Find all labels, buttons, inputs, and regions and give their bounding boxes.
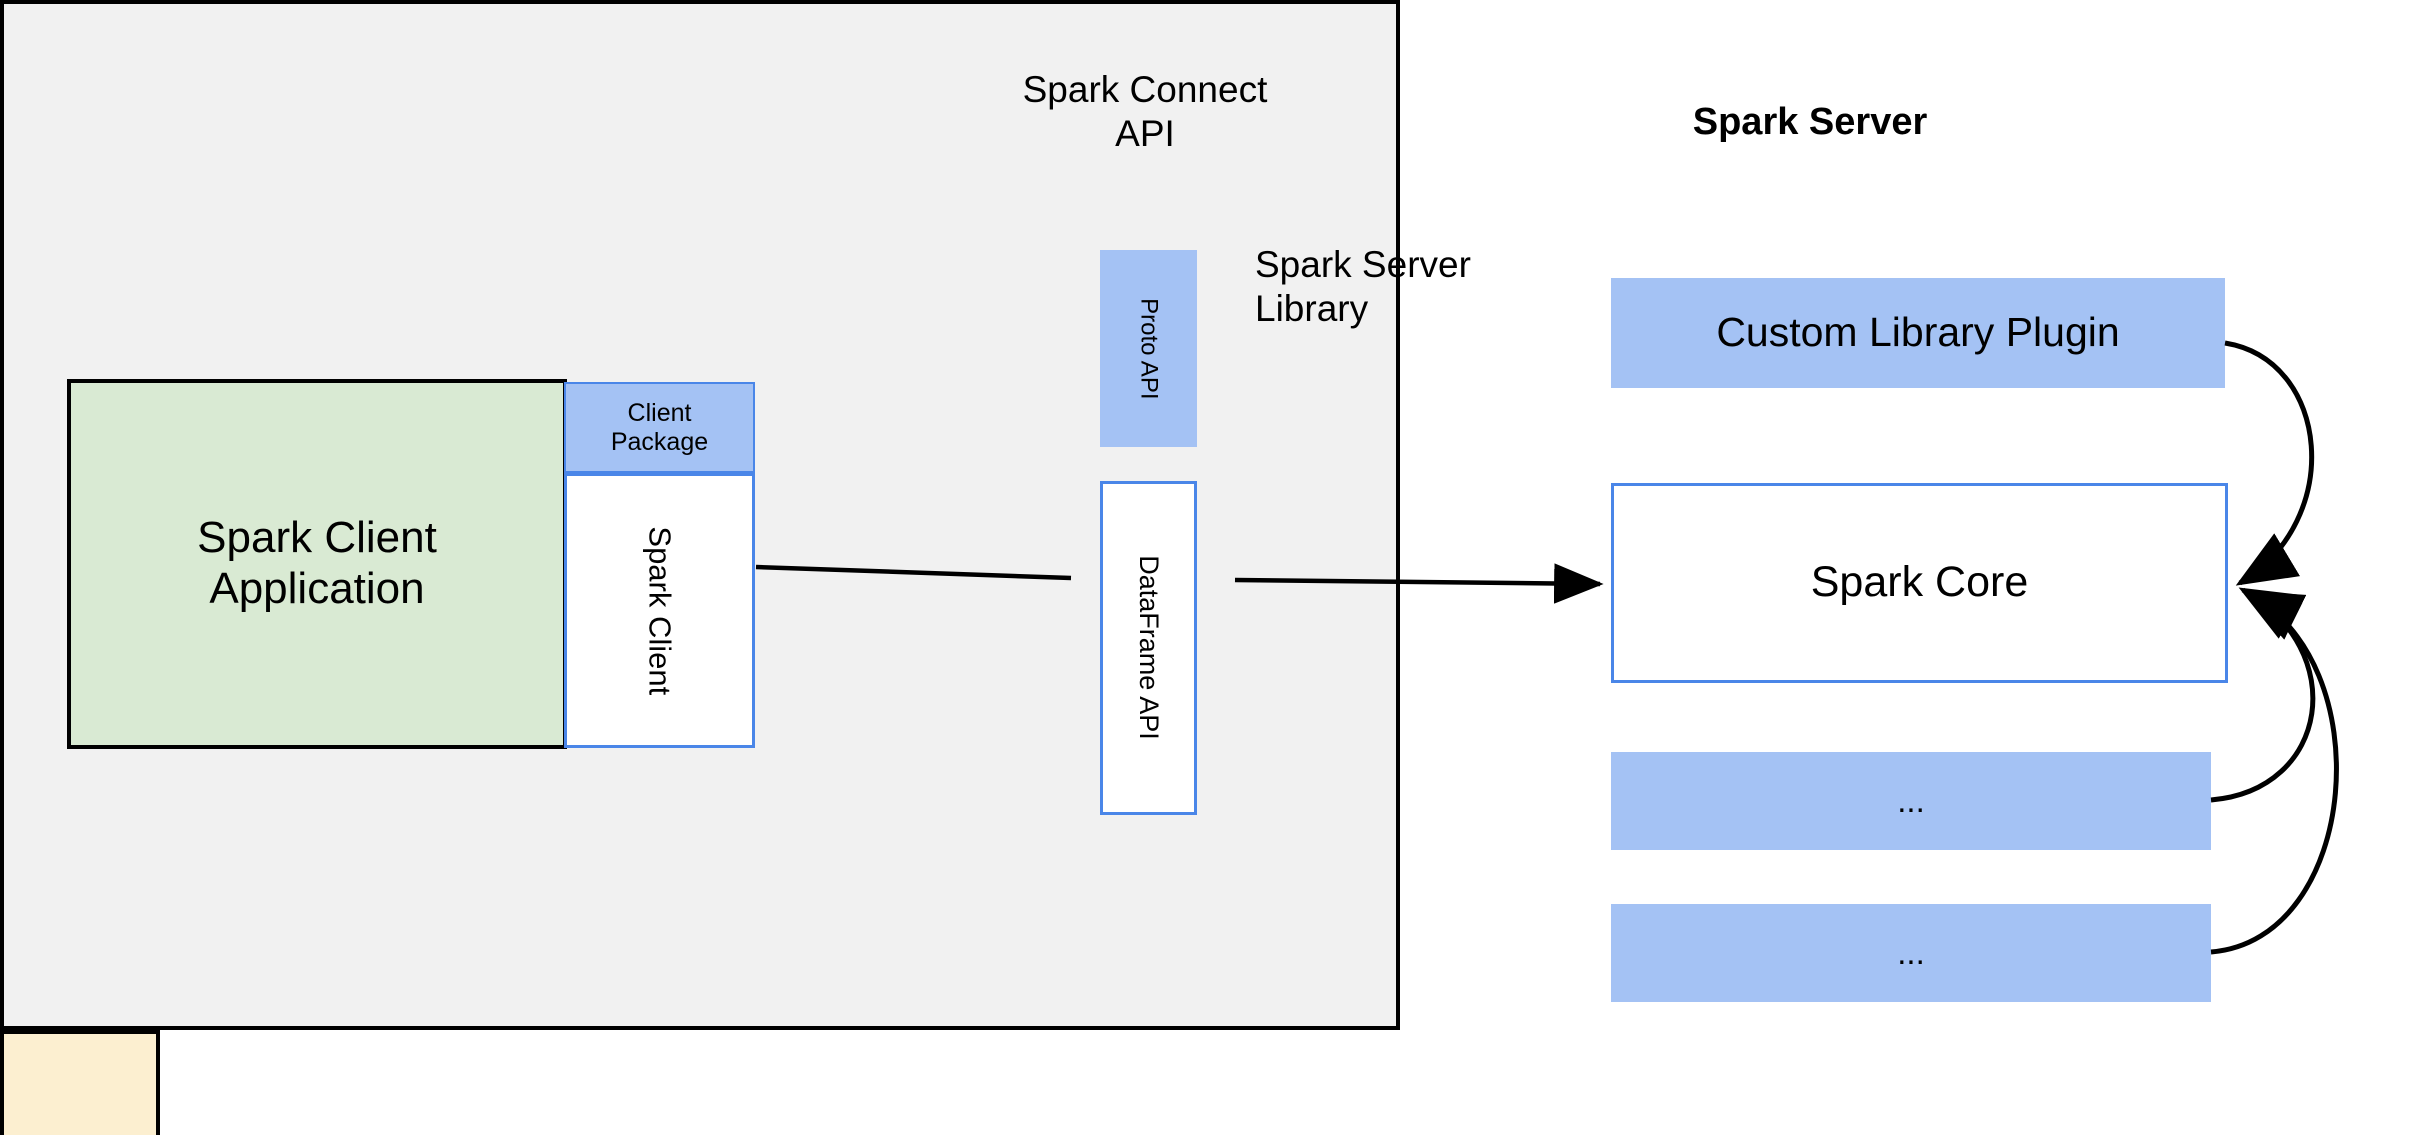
ellipsis-box-1: ... — [1611, 752, 2211, 850]
arrow-ellipsis2-to-spark-core — [2210, 590, 2339, 955]
dataframe-api-label: DataFrame API — [1134, 555, 1165, 741]
proto-api-label: Proto API — [1135, 297, 1163, 400]
spark-connect-api-label: Spark Connect API — [1022, 69, 1268, 154]
spark-client-application-label: Spark Client Application — [197, 513, 437, 613]
custom-library-plugin-label: Custom Library Plugin — [1716, 309, 2120, 356]
custom-library-plugin-box: Custom Library Plugin — [1611, 278, 2225, 388]
spark-server-title: Spark Server — [1692, 101, 1928, 143]
proto-api-box: Proto API — [1100, 250, 1197, 447]
spark-core-label: Spark Core — [1810, 558, 2029, 607]
spark-server-library-label: Spark Server Library — [1255, 244, 1471, 329]
ellipsis-box-1-label: ... — [1897, 782, 1925, 820]
spark-client-label: Spark Client — [642, 526, 678, 695]
ellipsis-box-2: ... — [1611, 904, 2211, 1002]
spark-core-box: Spark Core — [1611, 483, 2228, 683]
dataframe-api-box: DataFrame API — [1100, 481, 1197, 815]
spark-connect-api-container — [0, 1030, 160, 1135]
client-package-box: Client Package — [564, 382, 755, 473]
spark-client-application-box: Spark Client Application — [67, 379, 567, 749]
ellipsis-box-2-label: ... — [1897, 934, 1925, 972]
spark-client-box: Spark Client — [564, 473, 755, 748]
arrow-plugin-to-spark-core — [2224, 340, 2315, 586]
client-package-label: Client Package — [610, 398, 709, 456]
